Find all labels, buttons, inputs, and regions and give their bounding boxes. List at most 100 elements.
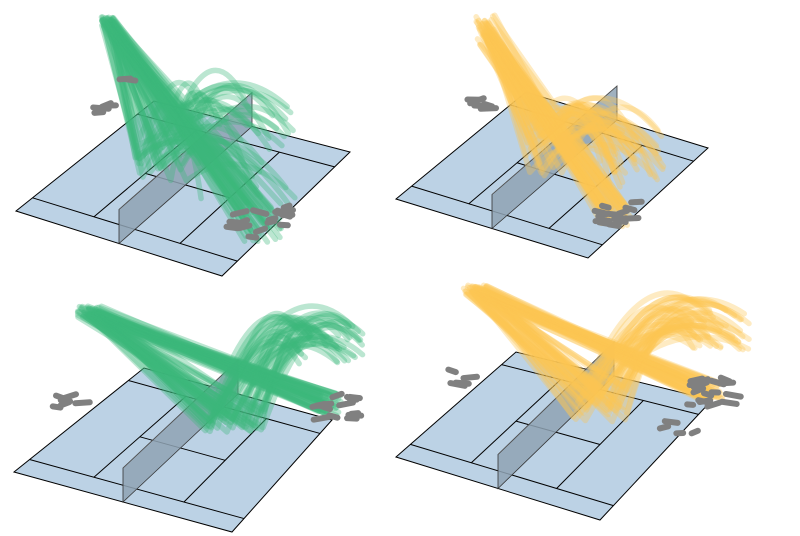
ball-trajectory: [96, 309, 340, 424]
panel-bottom-right: [394, 282, 752, 521]
ball-trajectory: [472, 283, 725, 410]
ball-trajectory: [484, 292, 712, 407]
ball-trajectory: [109, 14, 264, 233]
ball-trajectory: [81, 312, 344, 413]
ball-trajectory: [473, 14, 619, 219]
player-trace: [695, 397, 714, 407]
player-trace: [310, 413, 333, 423]
ball-trajectory: [489, 13, 631, 212]
ball-trajectory: [99, 16, 292, 222]
ball-trajectory: [97, 314, 322, 431]
ball-trajectory: [108, 17, 274, 214]
player-trace: [452, 379, 472, 387]
ball-trajectory: [475, 17, 639, 224]
player-trace: [250, 207, 270, 217]
ball-trajectory: [76, 303, 330, 435]
ball-trajectory: [467, 284, 720, 401]
ball-trajectory: [468, 289, 717, 411]
ball-trajectory: [104, 15, 257, 244]
ball-trajectory: [469, 284, 723, 416]
ball-trajectory: [484, 39, 639, 227]
panel-bottom-left: [12, 303, 366, 533]
ball-trajectory: [110, 16, 275, 213]
ball-trajectory: [483, 20, 638, 214]
ball-trajectory: [74, 308, 329, 415]
ball-trajectory: [485, 35, 666, 206]
ball-trajectory: [489, 31, 621, 226]
ball-trajectory: [85, 312, 326, 434]
ball-trajectory: [473, 285, 720, 411]
ball-trajectory: [486, 31, 638, 215]
ball-trajectory: [485, 19, 617, 222]
net-tape: [497, 341, 615, 455]
ball-trajectory: [86, 311, 362, 419]
ball-trajectory: [462, 291, 744, 411]
ball-trajectory: [484, 21, 643, 230]
ball-trajectory: [86, 305, 329, 431]
ball-trajectory: [472, 284, 738, 413]
ball-trajectory: [483, 34, 667, 216]
ball-trajectory: [491, 36, 618, 227]
ball-trajectory: [90, 312, 366, 426]
ball-trajectory: [99, 18, 253, 206]
ball-trajectory: [463, 291, 724, 391]
ball-trajectory: [108, 16, 284, 207]
player-trace: [236, 222, 253, 231]
ball-trajectory: [478, 288, 723, 389]
ball-trajectory: [99, 18, 296, 215]
ball-trajectory: [92, 309, 366, 431]
ball-trajectory: [468, 288, 709, 403]
ball-trajectory: [108, 21, 271, 245]
ball-trajectory: [476, 284, 739, 420]
ball-trajectory: [476, 26, 635, 222]
player-trace: [53, 392, 69, 403]
player-trace: [320, 403, 334, 413]
ball-trajectory: [469, 283, 746, 401]
ball-trajectory: [487, 29, 625, 221]
ball-trajectory: [74, 312, 362, 419]
ball-trajectory: [97, 310, 325, 417]
ball-trajectory: [99, 22, 291, 206]
ball-trajectory: [74, 309, 327, 415]
player-trace: [445, 366, 459, 376]
ball-trajectory: [104, 19, 289, 242]
player-trace: [460, 373, 480, 382]
ball-trajectory: [480, 32, 623, 210]
ball-trajectory: [484, 38, 640, 216]
ball-trajectory: [110, 15, 273, 216]
player-trace: [344, 393, 360, 403]
ball-trajectory: [106, 23, 285, 230]
player-trace: [90, 104, 112, 112]
player-trace: [471, 102, 489, 110]
player-trace: [223, 223, 241, 232]
ball-trajectory: [75, 314, 334, 433]
player-trace: [717, 374, 733, 385]
ball-trajectory: [104, 15, 247, 218]
ball-trajectory: [110, 22, 298, 231]
ball-trajectory: [482, 32, 627, 209]
ball-trajectory: [483, 33, 653, 217]
player-trace: [226, 218, 242, 226]
player-trace: [708, 377, 727, 388]
player-trace: [684, 401, 697, 408]
ball-trajectory: [99, 14, 264, 211]
ball-trajectory: [85, 305, 334, 419]
ball-trajectory: [102, 14, 285, 243]
ball-trajectory: [106, 16, 248, 215]
ball-trajectory: [105, 14, 287, 206]
ball-trajectory: [79, 303, 342, 422]
net-tape: [491, 85, 618, 195]
player-trace: [252, 225, 269, 235]
ball-trajectory: [482, 20, 638, 222]
ball-trajectory: [96, 312, 334, 430]
ball-trajectory: [101, 23, 276, 241]
ball-trajectory: [483, 283, 721, 401]
player-trace: [599, 202, 612, 211]
player-trace: [596, 219, 618, 228]
ball-trajectory: [99, 16, 294, 232]
ball-trajectory: [98, 303, 340, 418]
player-trace: [329, 390, 345, 401]
ball-trajectory: [474, 20, 630, 223]
ball-trajectory: [485, 28, 662, 223]
